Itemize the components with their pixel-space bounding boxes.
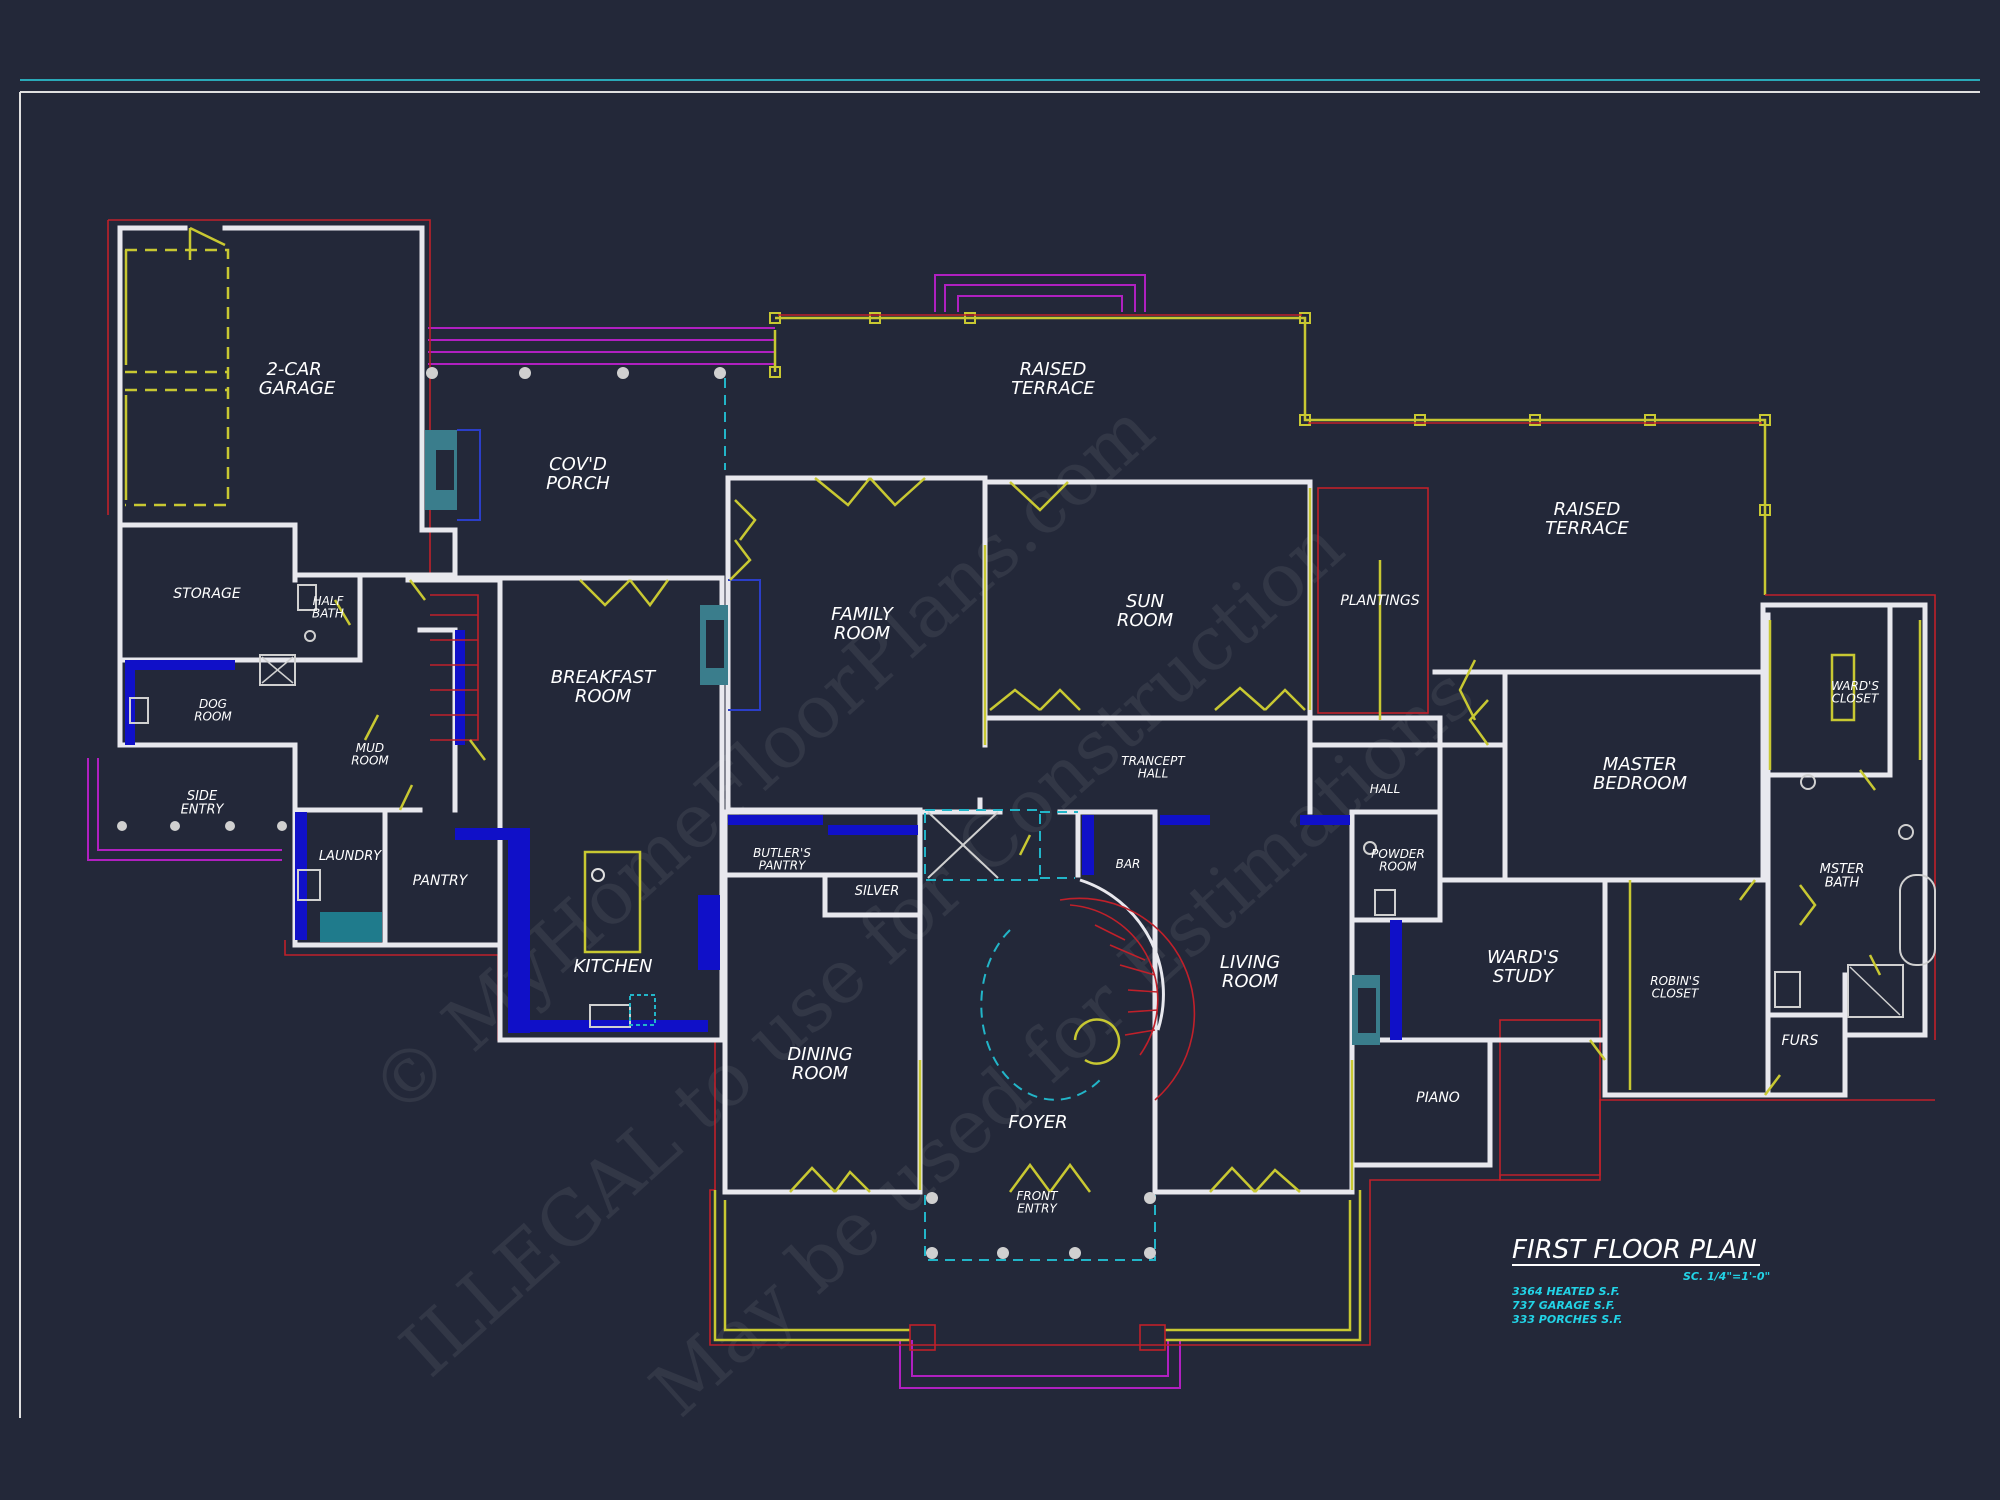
bath-fixtures	[129, 584, 1936, 1018]
exterior-steps	[87, 274, 1181, 1389]
garage-details	[124, 226, 230, 507]
sheet-border	[19, 79, 1980, 1418]
label-pantry: PANTRY	[413, 873, 469, 889]
kitchen-fixtures	[583, 850, 656, 1028]
area-garage: 737 GARAGE S.F.	[1512, 1299, 1615, 1312]
plan-scale: SC. 1/4"=1'-0"	[1683, 1270, 1770, 1283]
raised-terraces	[769, 312, 1771, 595]
fireplaces	[425, 429, 1380, 1045]
area-heated: 3364 HEATED S.F.	[1512, 1285, 1620, 1298]
doors-windows	[333, 477, 1922, 1193]
stair	[430, 594, 1196, 1101]
label-garage: 2-CAR GARAGE	[259, 359, 336, 399]
label-foyer: FOYER	[1008, 1112, 1067, 1133]
porch-columns	[117, 367, 726, 831]
label-storage: STORAGE	[173, 586, 241, 602]
label-garage-text: 2-CAR	[266, 359, 321, 380]
area-porches: 333 PORCHES S.F.	[1512, 1313, 1623, 1326]
label-laundry: LAUNDRY	[319, 849, 382, 864]
label-hall: HALL	[1370, 782, 1401, 796]
title-block: FIRST FLOOR PLAN SC. 1/4"=1'-0" 3364 HEA…	[1512, 1235, 1770, 1326]
label-bar: BAR	[1116, 857, 1141, 871]
label-silver: SILVER	[855, 884, 900, 899]
label-plantings: PLANTINGS	[1340, 593, 1419, 609]
label-piano: PIANO	[1416, 1090, 1460, 1106]
label-furs: FURS	[1782, 1033, 1819, 1049]
front-porch	[713, 1190, 1362, 1351]
plan-title: FIRST FLOOR PLAN	[1512, 1235, 1757, 1265]
label-kitchen: KITCHEN	[573, 956, 652, 977]
foyer-overhead	[924, 809, 1078, 881]
